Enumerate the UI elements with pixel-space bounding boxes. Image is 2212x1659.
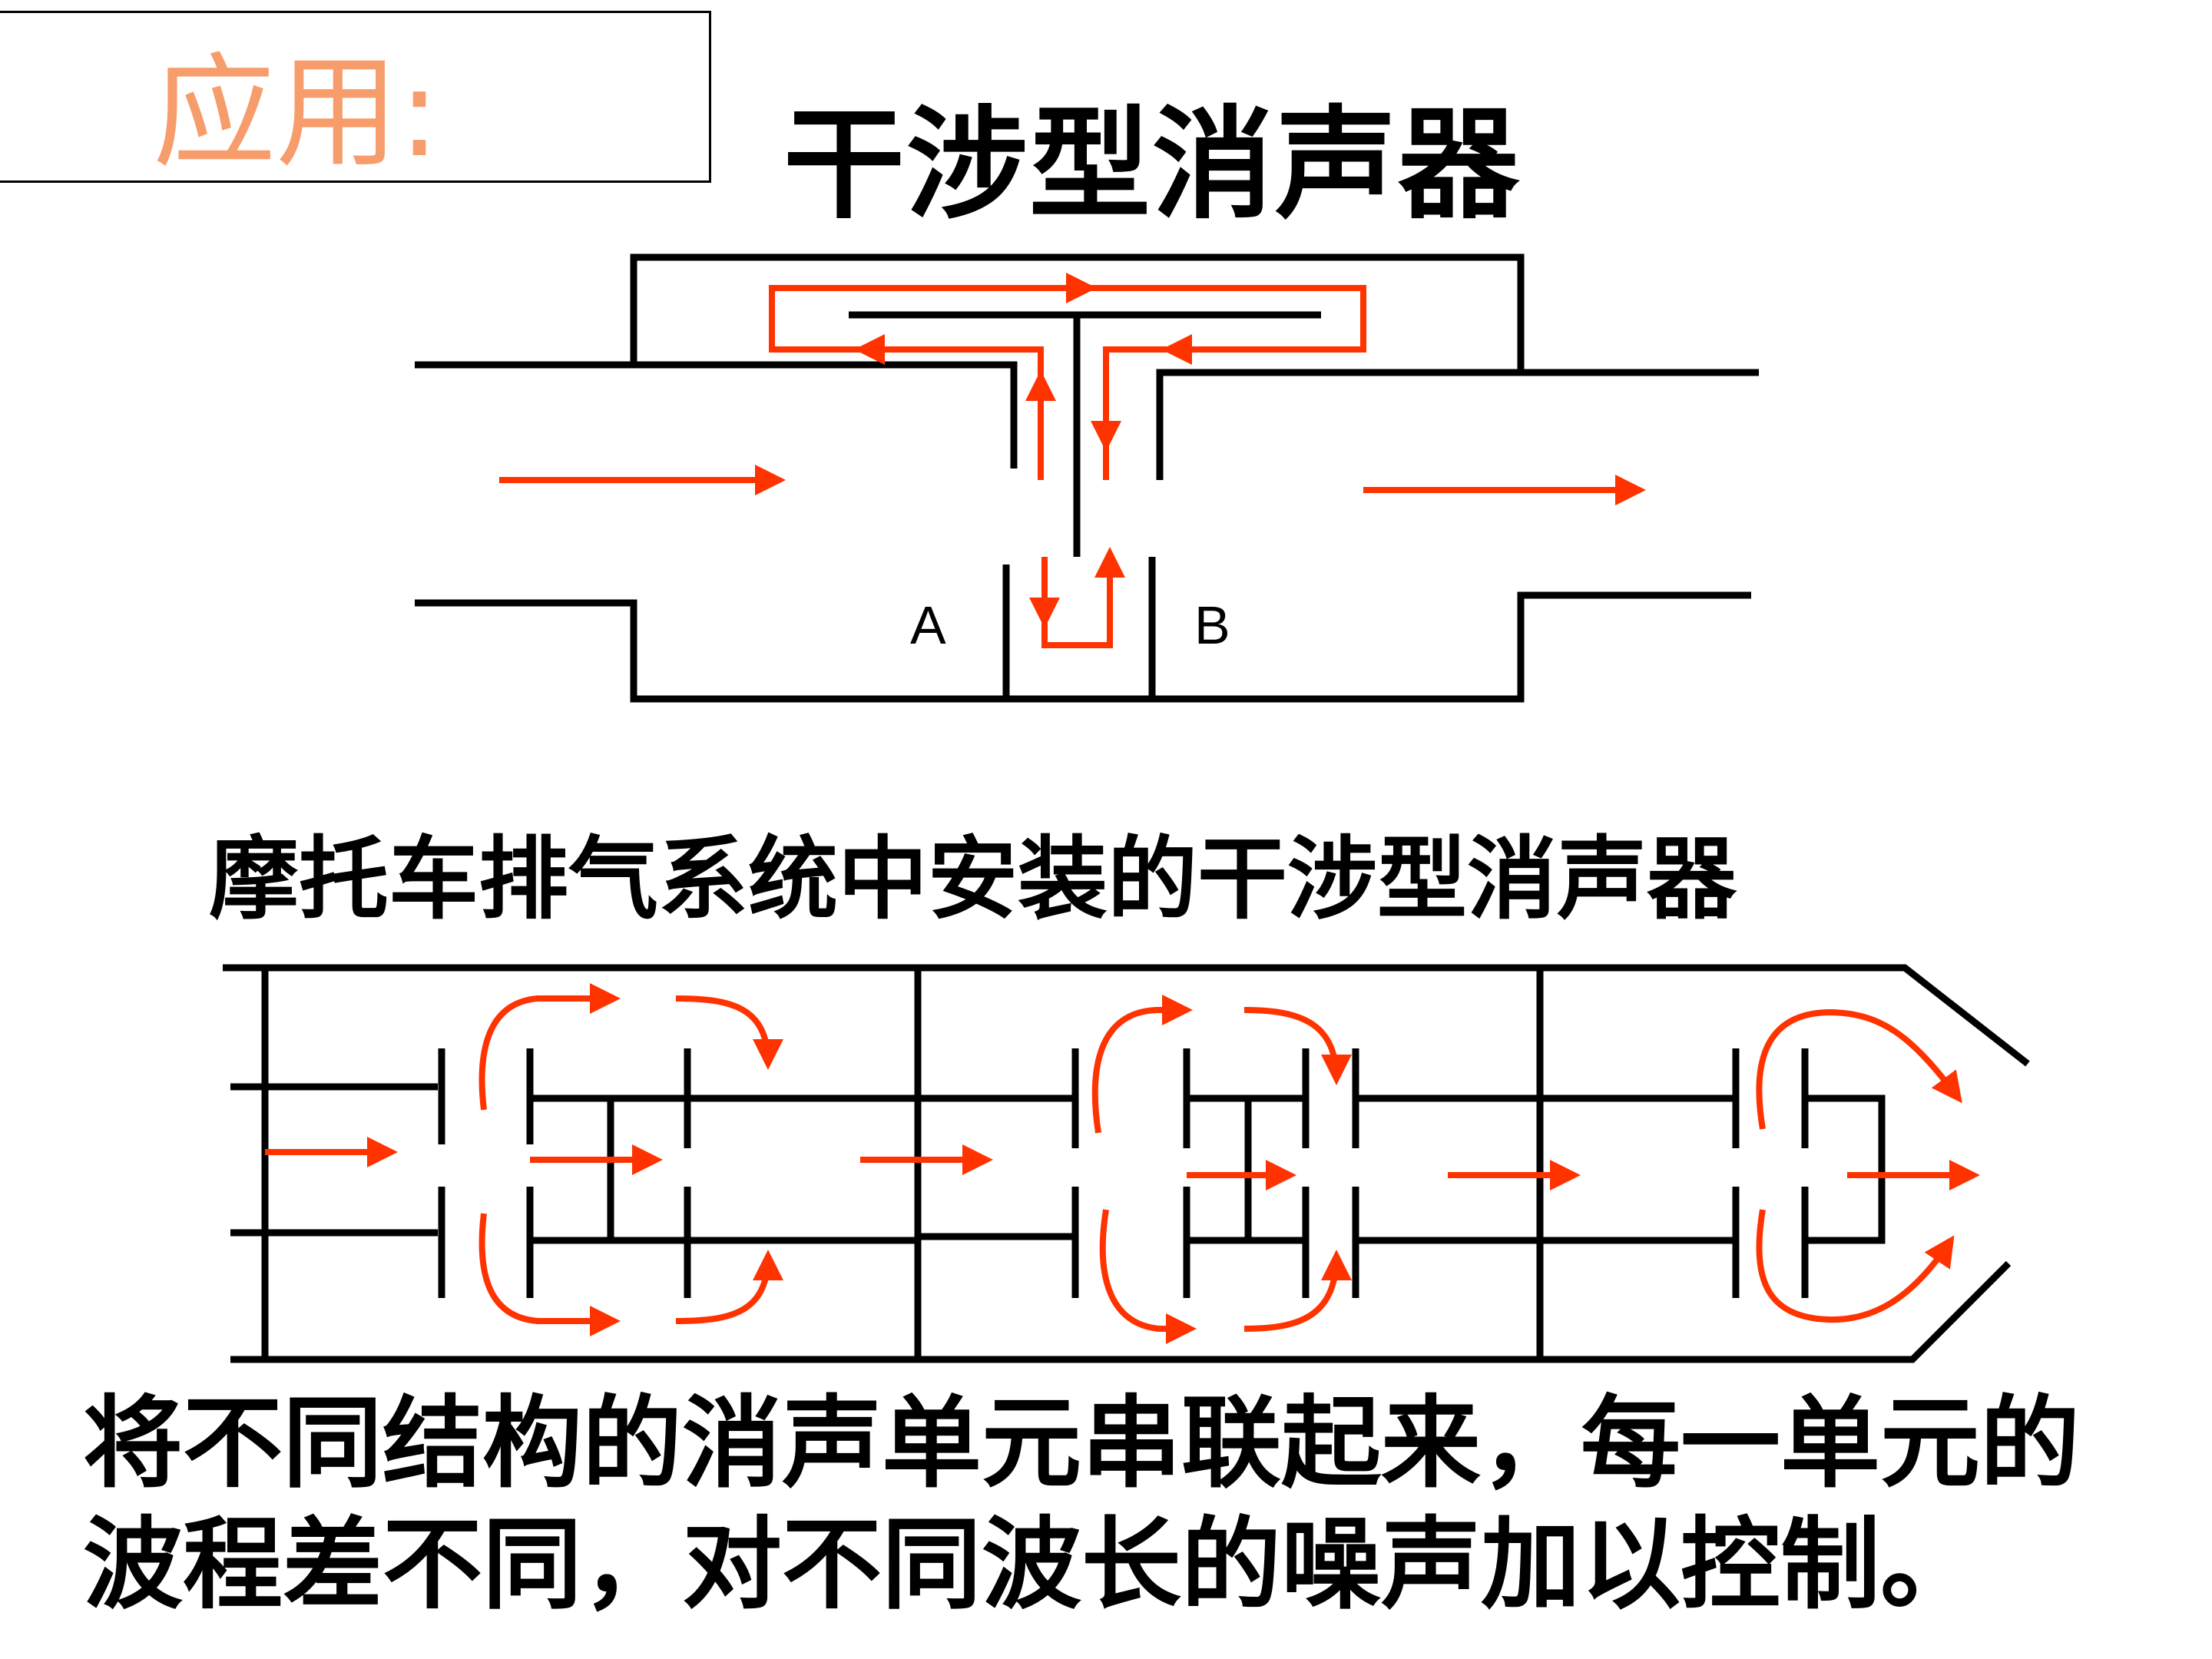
bypass-arrow [1099,1209,1197,1344]
bypass-arrow [1243,1250,1352,1332]
bypass-arrow [1091,995,1193,1134]
muffler-unit-2 [918,1048,1540,1298]
bypass-arrow [478,983,621,1111]
inner-tube-right-upper [1156,369,1521,480]
casing-top [223,964,2030,1067]
chamber-wall-bottom [415,591,1751,703]
top-flow-arrows [499,273,1646,648]
bypass-arrow [478,1213,621,1336]
lower-loop-path [1041,557,1113,648]
diagram-title: 干涉型消声器 [783,94,1521,236]
bypass-arrow [675,1250,783,1324]
bypass-arrow [675,995,783,1070]
description-line-2: 波程差不同，对不同波长的噪声加以控制。 [83,1506,1981,1623]
bypass-arrow [1756,1209,1955,1323]
port-b-label: B [1194,595,1230,655]
description-line-1: 将不同结构的消声单元串联起来，每一单元的 [83,1385,2081,1502]
section-label: 应用: [153,41,440,184]
port-a-label: A [910,595,946,655]
diagram-subtitle: 摩托车排气系统中安装的干涉型消声器 [209,826,1737,932]
interference-muffler-diagram [415,253,1759,703]
section-label-box: 应用: [0,11,711,183]
muffler-unit-3 [1540,1048,1886,1298]
inner-tube-left-upper [634,361,1018,469]
bypass-arrow [1243,1007,1352,1085]
exhaust-system-diagram [223,964,2030,1363]
bypass-arrow [1756,1008,1962,1130]
exhaust-flow-arrows [265,983,1980,1344]
description: 将不同结构的消声单元串联起来，每一单元的 波程差不同，对不同波长的噪声加以控制。 [83,1382,2187,1625]
muffler-unit-1 [230,1048,918,1298]
casing-bottom [230,1260,2012,1363]
chamber-wall-top [415,253,1759,376]
